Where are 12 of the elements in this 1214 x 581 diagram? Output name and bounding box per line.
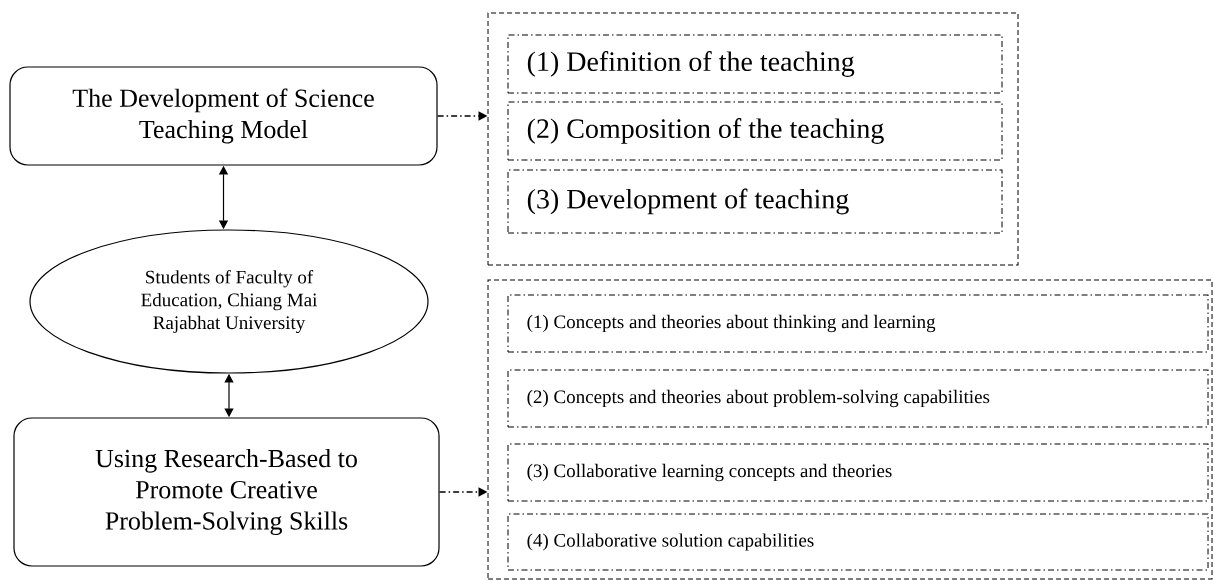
dashed-container (487, 279, 1213, 580)
item-box: (3) Collaborative learning concepts and theories (507, 443, 1209, 502)
item-box: (1) Concepts and theories about thinking and learning (507, 294, 1209, 353)
item-box: (2) Concepts and theories about problem-solving capabilities (507, 369, 1209, 428)
dashed-container (487, 12, 1019, 266)
ellipse-node: Students of Faculty of Education, Chiang Mai Rajabhat University (29, 229, 429, 374)
rounded-box: The Development of Science Teaching Model (9, 66, 438, 166)
item-box: (2) Composition of the teaching (507, 101, 1003, 161)
item-box: (3) Development of teaching (507, 169, 1003, 234)
rounded-box: Using Research-Based to Promote Creative Problem-Solving Skills (13, 417, 440, 567)
item-box: (1) Definition of the teaching (507, 34, 1003, 94)
item-box: (4) Collaborative solution capabilities (507, 513, 1209, 571)
